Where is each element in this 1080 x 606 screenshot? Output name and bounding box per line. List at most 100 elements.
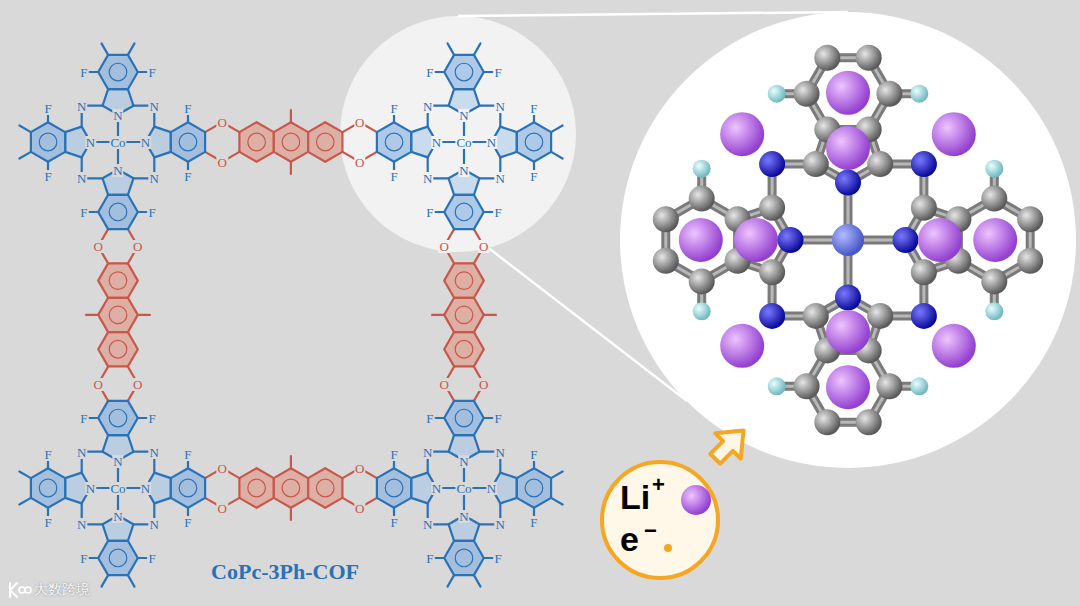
methyl-bond: [290, 110, 292, 122]
atom-label: N: [486, 482, 497, 495]
c-f-bond: [138, 211, 147, 213]
label-holder: O: [354, 113, 365, 131]
fluorine-atom: [910, 85, 928, 103]
aromatic-circle: [109, 306, 127, 324]
linker-ring: [98, 263, 138, 297]
ion-symbol: Li: [620, 480, 650, 514]
carbon-atom: [814, 45, 840, 71]
nitrogen-atom: [911, 151, 937, 177]
carbon-atom: [867, 303, 893, 329]
atom-label: N: [76, 100, 87, 113]
methyl-bond: [551, 126, 563, 133]
atom-label: N: [112, 164, 123, 177]
linker-ring: [274, 468, 308, 508]
methyl-bond: [551, 152, 563, 159]
label-holder: N: [486, 133, 497, 151]
lithium-atom: [720, 112, 764, 156]
atom-label: Co: [109, 482, 126, 495]
benzene-ring: [171, 122, 205, 162]
nitrogen-atom: [835, 170, 861, 196]
benzene-ring: [98, 401, 138, 435]
atom-label: F: [425, 412, 434, 425]
atom-label: N: [112, 455, 123, 468]
carbon-atom: [689, 186, 715, 212]
atom-label: F: [425, 552, 434, 565]
methyl-bond: [102, 43, 109, 55]
atom-label: O: [217, 156, 228, 169]
label-holder: O: [132, 237, 143, 255]
aromatic-circle: [455, 272, 473, 290]
aromatic-circle: [109, 409, 127, 427]
label-holder: F: [425, 409, 434, 427]
linker-ring: [98, 298, 138, 332]
atom-label: N: [112, 109, 123, 122]
benzene-ring: [98, 55, 138, 89]
label-holder: F: [493, 203, 502, 221]
atom-label: F: [529, 516, 538, 529]
atom-label: N: [76, 518, 87, 531]
label-holder: F: [183, 513, 192, 531]
methyl-bond: [128, 575, 135, 587]
pointer-arrow: [710, 430, 743, 463]
atom-label: N: [495, 518, 506, 531]
label-holder: F: [529, 445, 538, 463]
label-holder: F: [529, 167, 538, 185]
lithium-atom: [932, 112, 976, 156]
carbon-atom: [856, 45, 882, 71]
atom-label: F: [389, 448, 398, 461]
label-holder: N: [112, 507, 123, 525]
atom-label: N: [149, 446, 160, 459]
carbon-atom: [981, 268, 1007, 294]
carbon-atom: [1017, 206, 1043, 232]
fluorine-atom: [768, 377, 786, 395]
label-holder: CoPc-3Ph-COF: [211, 561, 359, 583]
label-holder: N: [149, 443, 160, 461]
atom-label: N: [422, 100, 433, 113]
fluorine-atom: [693, 302, 711, 320]
fluorine-atom: [693, 160, 711, 178]
watermark-logo: [19, 587, 25, 593]
atom-label: N: [495, 100, 506, 113]
methyl-bond: [138, 314, 150, 316]
lithium-atom: [826, 310, 870, 354]
label-holder: F: [425, 63, 434, 81]
aromatic-circle: [109, 203, 127, 221]
carbon-atom: [911, 195, 937, 221]
atom-label: N: [149, 518, 160, 531]
aromatic-circle: [455, 203, 473, 221]
methyl-bond: [290, 456, 292, 468]
zoom-line: [458, 12, 848, 16]
aromatic-circle: [109, 272, 127, 290]
linker-ring: [308, 468, 342, 508]
c-f-bond: [435, 211, 444, 213]
label-holder: O: [354, 459, 365, 477]
atom-label: O: [92, 378, 103, 391]
atom-label: F: [425, 66, 434, 79]
nitrogen-atom: [759, 303, 785, 329]
aromatic-circle: [455, 340, 473, 358]
label-holder: N: [458, 507, 469, 525]
watermark-logo: [25, 587, 31, 593]
c-f-bond: [138, 71, 147, 73]
label-holder: O: [438, 375, 449, 393]
benzene-ring: [517, 122, 551, 162]
aromatic-circle: [179, 133, 197, 151]
atom-label: O: [354, 116, 365, 129]
linker-ring: [444, 332, 484, 366]
label-holder: N: [112, 452, 123, 470]
atom-label: F: [529, 102, 538, 115]
label-holder: N: [458, 161, 469, 179]
atom-label: N: [458, 510, 469, 523]
electron-dot: [664, 544, 672, 552]
carbon-atom: [803, 303, 829, 329]
c-f-bond: [484, 417, 493, 419]
label-holder: F: [389, 445, 398, 463]
atom-label: F: [529, 170, 538, 183]
label-holder: O: [478, 375, 489, 393]
aromatic-circle: [39, 133, 57, 151]
atom-label: F: [183, 102, 192, 115]
label-holder: N: [495, 443, 506, 461]
label-holder: F: [43, 167, 52, 185]
linker-ring: [239, 122, 273, 162]
